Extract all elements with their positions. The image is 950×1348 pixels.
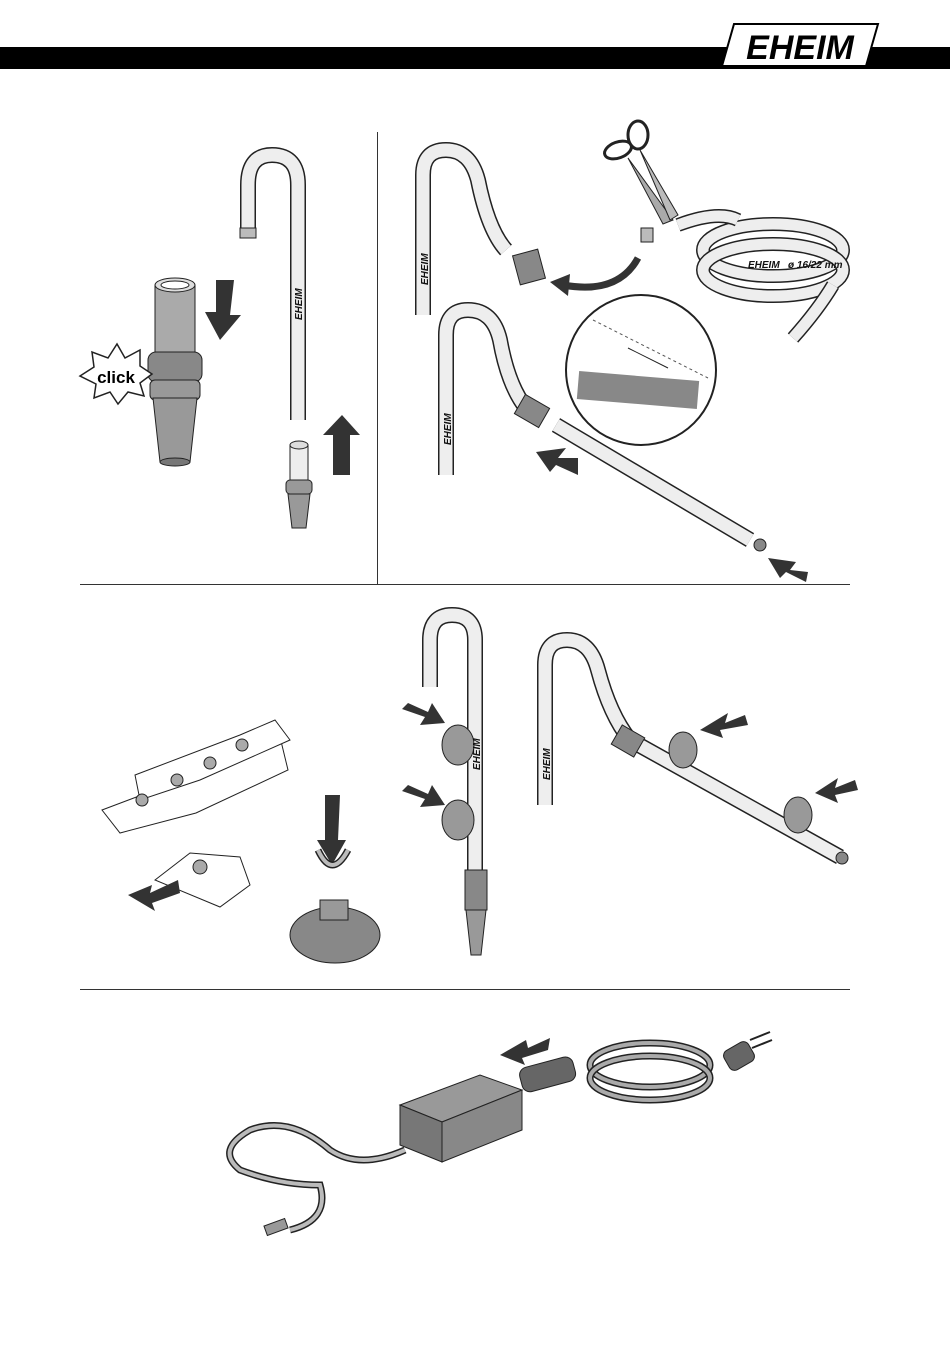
detail-magnifier	[566, 295, 716, 445]
section-divider-2	[80, 989, 850, 990]
curved-arrow-icon	[550, 258, 638, 296]
return-pipe-top: EHEIM	[420, 150, 506, 315]
small-strainer	[286, 441, 312, 528]
large-strainer	[148, 278, 202, 466]
pipe-brand-label: EHEIM	[294, 288, 305, 320]
up-arrow-icon	[323, 415, 360, 475]
push-arrow-icon-5	[700, 713, 748, 738]
push-arrow-icon-6	[815, 778, 858, 803]
pipe-brand-label-5: EHEIM	[542, 748, 553, 780]
hose-piece	[513, 249, 546, 285]
push-arrow-icon-2	[768, 558, 808, 582]
step-suction-cups: EHEIM EHEIM	[80, 595, 860, 980]
down-arrow-icon	[205, 280, 241, 340]
return-pipe-bottom: EHEIM	[443, 310, 550, 475]
hose-brand-label: EHEIM	[748, 260, 780, 271]
step-hose-and-spraybar: EHEIM EHEIM ø 16	[378, 110, 850, 585]
power-plug-icon	[721, 1032, 772, 1073]
suction-cup-pack	[102, 720, 290, 907]
arrow-icon	[128, 880, 180, 911]
click-label: click	[97, 368, 135, 387]
pipe-brand-label-4: EHEIM	[472, 738, 483, 770]
click-burst-icon: click	[80, 344, 152, 404]
spray-bar	[556, 425, 766, 551]
return-pipe-mounted: EHEIM	[542, 640, 848, 864]
power-adapter	[230, 1075, 522, 1235]
intake-pipe-mounted: EHEIM	[430, 615, 487, 955]
pipe-brand-label-3: EHEIM	[443, 413, 454, 445]
push-arrow-icon-3	[402, 703, 445, 725]
brand-logo: EHEIM	[720, 22, 880, 68]
suction-cup-holder	[290, 795, 380, 963]
brand-logo-text: EHEIM	[746, 29, 854, 67]
step-intake-assembly: EHEIM click	[0, 130, 378, 585]
intake-pipe: EHEIM	[240, 155, 305, 420]
push-arrow-icon-7	[500, 1038, 550, 1065]
push-arrow-icon-4	[402, 785, 445, 807]
scissors-icon	[602, 121, 678, 224]
push-arrow-icon	[536, 448, 578, 475]
power-cord	[518, 1043, 710, 1100]
pipe-brand-label-2: EHEIM	[420, 253, 431, 285]
step-power-supply	[180, 1010, 800, 1260]
hose-size-label: ø 16/22 mm	[788, 260, 843, 271]
